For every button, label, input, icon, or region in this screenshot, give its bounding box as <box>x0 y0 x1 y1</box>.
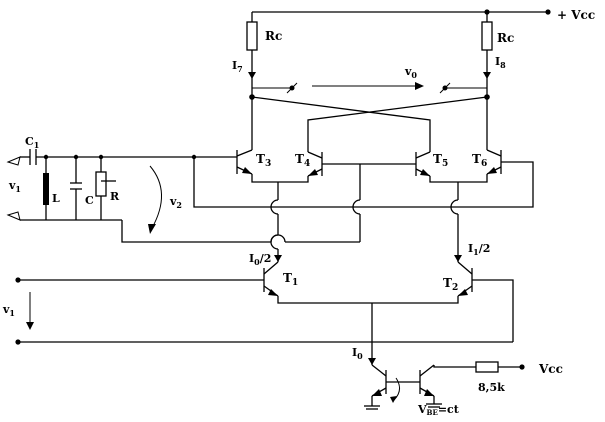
c1-label: C1 <box>25 135 39 150</box>
vcc-right-label: Vcc <box>538 362 563 376</box>
t6-label: T6 <box>472 152 487 169</box>
v1-input-label: v1 <box>2 303 15 318</box>
base-frame-wiring <box>193 157 534 208</box>
transistor-t5 <box>372 151 431 177</box>
output-terminals <box>252 82 487 94</box>
t1-label: T1 <box>283 271 298 288</box>
v0-label: v0 <box>404 65 417 80</box>
i7-label: I7 <box>232 59 243 74</box>
i1-half-label: I1/2 <box>468 242 490 257</box>
r85k-label: 8,5k <box>478 381 505 394</box>
vcc-rail <box>252 9 551 15</box>
t5-label: T5 <box>433 152 448 169</box>
v2-label: v2 <box>169 195 182 210</box>
cross-coupling <box>249 94 490 152</box>
vcc-top-label: + Vcc <box>557 8 595 22</box>
l-label: L <box>52 192 60 205</box>
rc-left-label: Rc <box>265 29 282 43</box>
t2-label: T2 <box>443 276 458 293</box>
tail-current-wiring <box>277 296 459 365</box>
transistor-t1 <box>263 261 279 297</box>
vbe-label: VBE=ct <box>417 403 460 417</box>
r-label: R <box>110 190 120 203</box>
current-mirror <box>364 361 525 410</box>
rc-right-label: Rc <box>497 31 514 45</box>
transistor-t6 <box>486 149 502 175</box>
t4-label: T4 <box>295 152 310 169</box>
i8-label: I8 <box>495 55 506 70</box>
transistor-t4 <box>307 151 372 177</box>
c-label: C <box>85 194 94 207</box>
input-v1-wiring <box>15 277 514 345</box>
transistor-t3 <box>236 149 253 175</box>
i0-label: I0 <box>352 346 363 361</box>
v1-tank-label: v1 <box>8 179 21 194</box>
input-tank <box>6 149 361 243</box>
rc-left-resistor <box>246 12 258 97</box>
rc-right-resistor <box>481 12 493 97</box>
transistor-t2 <box>457 261 473 297</box>
i0-half-label: I0/2 <box>249 252 271 267</box>
upper-emitter-wiring <box>251 174 488 262</box>
t3-label: T3 <box>256 152 271 169</box>
